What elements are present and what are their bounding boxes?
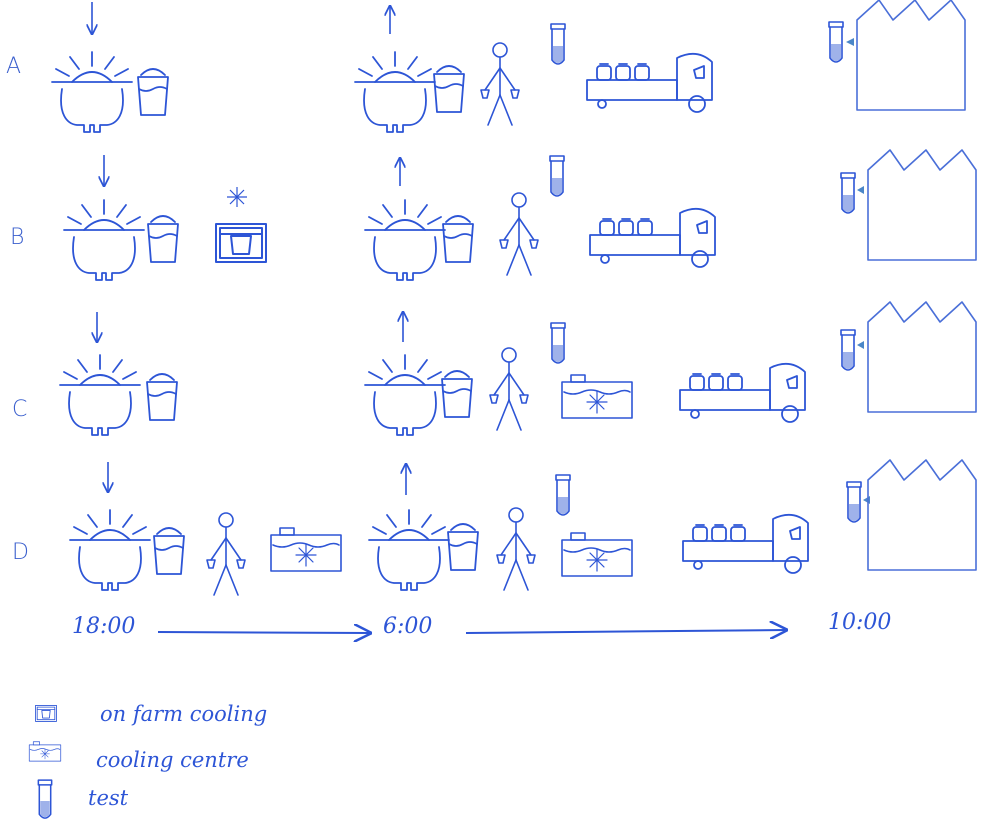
timeline-arrow-1 xyxy=(158,632,370,633)
factory-icon xyxy=(868,150,976,260)
bucket-icon xyxy=(148,216,178,262)
cow-icon xyxy=(60,355,140,435)
test-tube-icon xyxy=(841,173,855,213)
truck-icon xyxy=(680,364,805,422)
test-tube-icon xyxy=(551,24,565,64)
cow-icon xyxy=(365,200,445,280)
bucket-icon xyxy=(448,524,478,570)
factory-icon xyxy=(868,460,976,570)
bucket-icon xyxy=(443,216,473,262)
row-c xyxy=(60,302,976,435)
legend-on-farm-cooler-icon xyxy=(36,705,57,721)
timeline xyxy=(158,630,786,633)
snowflake-icon xyxy=(227,187,247,207)
pointer-icon xyxy=(846,38,854,46)
test-tube-icon xyxy=(829,22,843,62)
cooling-centre-icon xyxy=(271,528,341,571)
row-b xyxy=(64,150,976,280)
farmer-icon xyxy=(207,513,245,595)
cow-icon xyxy=(355,52,435,132)
farmer-icon xyxy=(497,508,535,590)
farmer-icon xyxy=(500,193,538,275)
farmer-icon xyxy=(490,348,528,430)
bucket-icon xyxy=(147,374,177,420)
test-tube-icon xyxy=(550,156,564,196)
timeline-arrow-2 xyxy=(466,630,786,633)
test-tube-icon xyxy=(556,475,570,515)
legend-cooling-centre-icon xyxy=(29,742,61,761)
pointer-icon xyxy=(857,186,864,194)
test-tube-icon xyxy=(847,482,861,522)
row-a xyxy=(52,0,965,132)
truck-icon xyxy=(587,54,712,112)
farmer-icon xyxy=(481,43,519,125)
legend-test-tube-icon xyxy=(38,780,51,818)
factory-icon xyxy=(857,0,965,110)
cow-icon xyxy=(64,200,144,280)
cow-icon xyxy=(365,355,445,435)
cow-icon xyxy=(70,510,150,590)
cooling-centre-icon xyxy=(562,375,632,418)
test-tube-icon xyxy=(551,323,565,363)
legend xyxy=(29,705,61,818)
factory-icon xyxy=(868,302,976,412)
pointer-icon xyxy=(863,496,870,504)
truck-icon xyxy=(590,209,715,267)
cow-icon xyxy=(52,52,132,132)
bucket-icon xyxy=(442,371,472,417)
bucket-icon xyxy=(154,528,184,574)
row-d xyxy=(70,460,976,595)
cow-icon xyxy=(369,510,449,590)
on-farm-cooler-icon xyxy=(216,224,266,262)
truck-icon xyxy=(683,515,808,573)
test-tube-icon xyxy=(841,330,855,370)
cooling-centre-icon xyxy=(562,533,632,576)
bucket-icon xyxy=(138,69,168,115)
pointer-icon xyxy=(857,341,864,349)
bucket-icon xyxy=(434,66,464,112)
